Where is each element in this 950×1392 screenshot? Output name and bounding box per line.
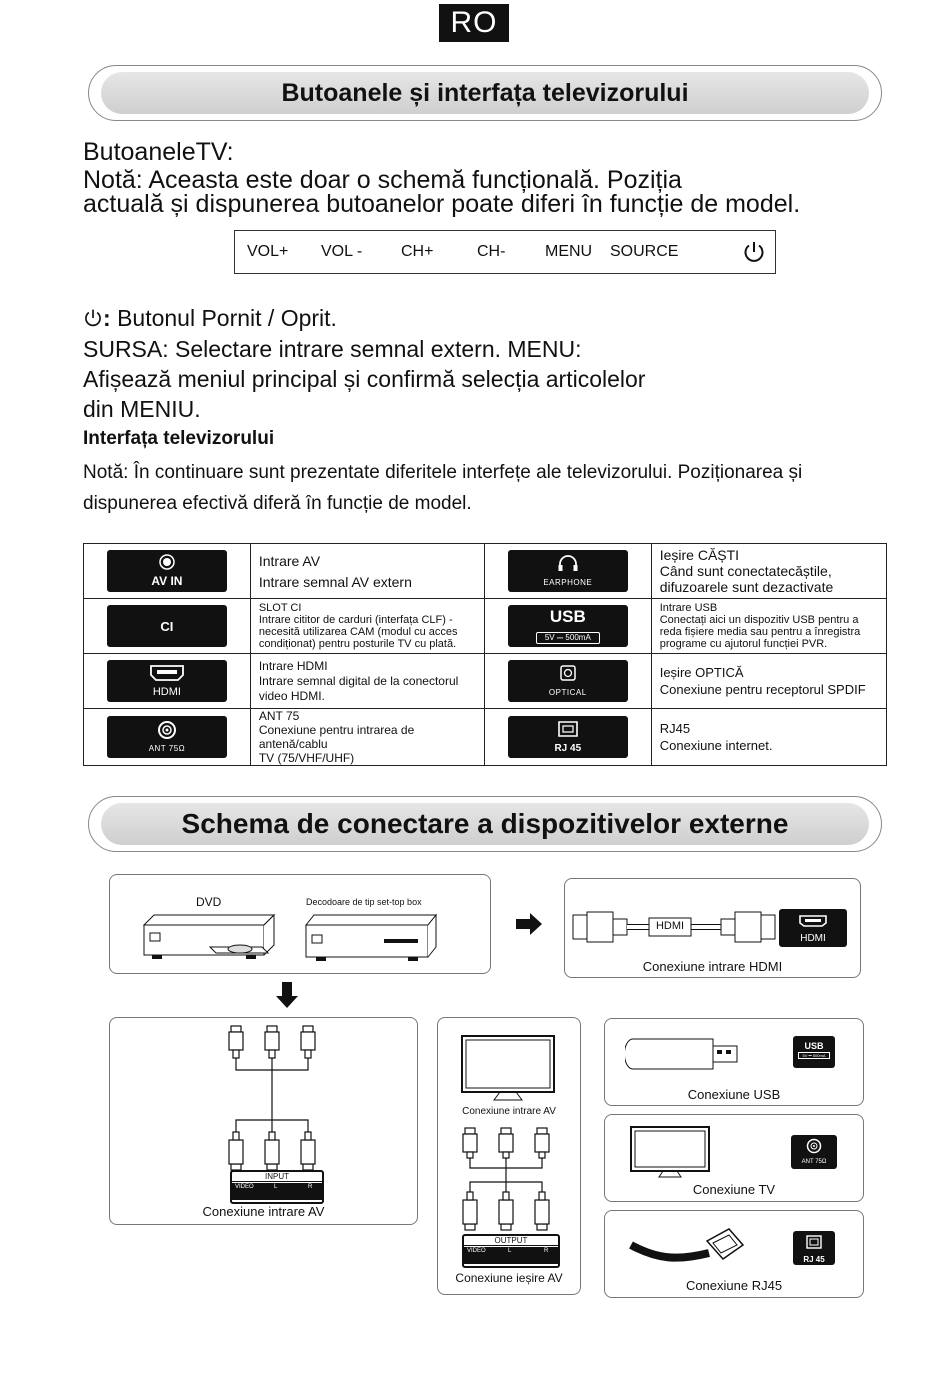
optical-badge: OPTICAL [507, 660, 628, 702]
optical-port-icon [560, 665, 576, 681]
interface-note-1: Notă: În continuare sunt prezentate dife… [83, 462, 803, 483]
antenna-port-icon [806, 1138, 822, 1154]
tv-icon [461, 1035, 555, 1101]
note-line-1: Notă: Aceasta este doar o schemă funcțio… [83, 166, 682, 194]
interface-heading: Interfața televizorului [83, 428, 275, 449]
ch-down-label: CH- [477, 243, 506, 260]
rj45-connection-box: RJ 45 Conexiune RJ45 [604, 1210, 864, 1298]
antenna-port-icon [157, 721, 176, 739]
av-jack-icon [159, 554, 175, 570]
tv-icon [630, 1126, 710, 1178]
section-banner-buttons: Butoanele și interfața televizorului [88, 65, 882, 121]
hdmi-port-badge: HDMI [779, 909, 847, 947]
section-title: Butoanele și interfața televizorului [281, 79, 689, 107]
desc-line-2: Afișează meniul principal și confirmă se… [83, 366, 646, 392]
usb-badge: USB 5V ⎓ 500mA [507, 605, 628, 647]
usb-connection-box: USB 5V ⎓ 500mA Conexiune USB [604, 1018, 864, 1106]
note-line-2: actuală și dispunerea butoanelor poate d… [83, 190, 801, 218]
av-output-panel: OUTPUT VIDEO L R [462, 1234, 560, 1268]
power-icon [744, 242, 764, 262]
ci-badge: CI [106, 605, 227, 647]
rj45-port-badge: RJ 45 [793, 1231, 835, 1265]
power-separator: : [103, 305, 111, 331]
av-output-caption: Conexiune ieșire AV [455, 1271, 563, 1285]
button-panel: VOL+ VOL - CH+ CH- MENU SOURCE [234, 230, 776, 274]
headphones-icon [558, 555, 578, 571]
desc-line-3: din MENIU. [83, 396, 201, 422]
tv-buttons-heading: ButoaneleTV: [83, 138, 234, 166]
ethernet-port-icon [557, 721, 578, 737]
stb-label: Decodoare de tip set-top box [306, 897, 422, 907]
interface-note-2: dispunerea efectivă diferă în funcție de… [83, 493, 472, 514]
av-input-panel: INPUT VIDEO L R [230, 1170, 324, 1204]
section-title: Schema de conectare a dispozitivelor ext… [181, 808, 789, 839]
av-input-caption: Conexiune intrare AV [202, 1204, 325, 1219]
tv-connection-box: ANT 75Ω Conexiune TV [604, 1114, 864, 1202]
language-tag: RO [439, 4, 509, 42]
hdmi-cable-icon [572, 911, 776, 943]
hdmi-badge: HDMI [106, 660, 227, 702]
set-top-box-icon [304, 913, 438, 961]
desc-line-1: SURSA: Selectare intrare semnal extern. … [83, 336, 582, 362]
ant-port-badge: ANT 75Ω [791, 1135, 837, 1169]
vol-down-label: VOL - [321, 243, 363, 260]
av-in-badge: AV IN [106, 550, 227, 592]
ethernet-port-icon [806, 1235, 822, 1249]
arrow-down-icon [276, 982, 298, 1008]
rca-cable-icon [462, 1127, 550, 1231]
power-desc-row: : Butonul Pornit / Oprit. [83, 303, 337, 333]
rj45-caption: Conexiune RJ45 [685, 1278, 783, 1293]
ant-badge: ANT 75Ω [106, 716, 227, 758]
menu-label: MENU [545, 243, 593, 260]
ch-up-label: CH+ [401, 243, 434, 260]
usb-stick-icon [625, 1038, 738, 1070]
arrow-right-icon [516, 913, 542, 935]
hdmi-caption: Conexiune intrare HDMI [642, 959, 783, 974]
earphone-badge: EARPHONE [507, 550, 628, 592]
rj45-badge: RJ 45 [507, 716, 628, 758]
hdmi-cable-label: HDMI [655, 920, 685, 932]
source-devices-box: DVD Decodoare de tip set-top box [109, 874, 491, 974]
av-output-box: Conexiune intrare AV OUTPUT VIDEO L R Co… [437, 1017, 581, 1295]
rca-cable-icon [228, 1025, 316, 1171]
ethernet-cable-icon [629, 1228, 745, 1262]
source-label: SOURCE [610, 243, 679, 260]
hdmi-port-icon [150, 665, 184, 681]
hdmi-port-icon [799, 915, 827, 927]
section-banner-connections: Schema de conectare a dispozitivelor ext… [88, 796, 882, 852]
tv-caption: Conexiune TV [692, 1182, 776, 1197]
power-icon [85, 309, 101, 327]
dvd-label: DVD [196, 895, 222, 909]
hdmi-connection-box: HDMI HDMI Conexiune intrare HDMI [564, 878, 861, 978]
dvd-player-icon [142, 913, 276, 959]
tv-av-caption: Conexiune intrare AV [462, 1106, 556, 1117]
vol-up-label: VOL+ [247, 243, 289, 260]
usb-port-badge: USB 5V ⎓ 500mA [793, 1036, 835, 1068]
usb-caption: Conexiune USB [687, 1087, 781, 1102]
av-input-box: INPUT VIDEO L R Conexiune intrare AV [109, 1017, 418, 1225]
power-desc: Butonul Pornit / Oprit. [117, 305, 337, 331]
